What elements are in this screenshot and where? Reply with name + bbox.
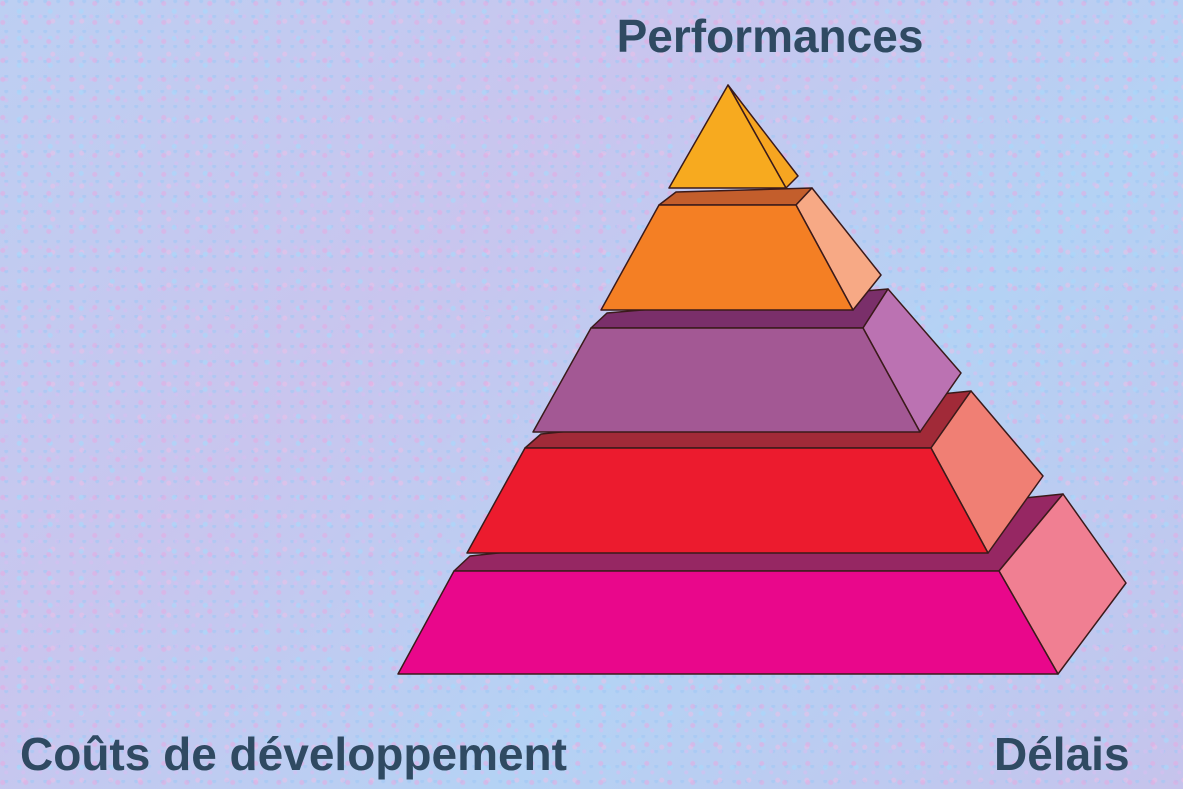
performances-label: Performances <box>616 10 924 62</box>
pyramid-tier-1-front <box>668 84 787 189</box>
pyramid-tier-2-top <box>658 187 813 206</box>
pyramid-tier-3-front <box>532 327 921 433</box>
pyramid-tier-1 <box>668 84 799 189</box>
deadlines-label: Délais <box>994 728 1130 780</box>
pyramid-tier-2 <box>600 187 882 311</box>
pyramid-tier-2-front <box>600 204 854 311</box>
pyramid-tier-4-front <box>466 447 989 554</box>
pyramid-tier-4 <box>466 390 1044 554</box>
development-costs-label: Coûts de développement <box>20 728 567 780</box>
pyramid-tier-5-front <box>397 570 1059 675</box>
